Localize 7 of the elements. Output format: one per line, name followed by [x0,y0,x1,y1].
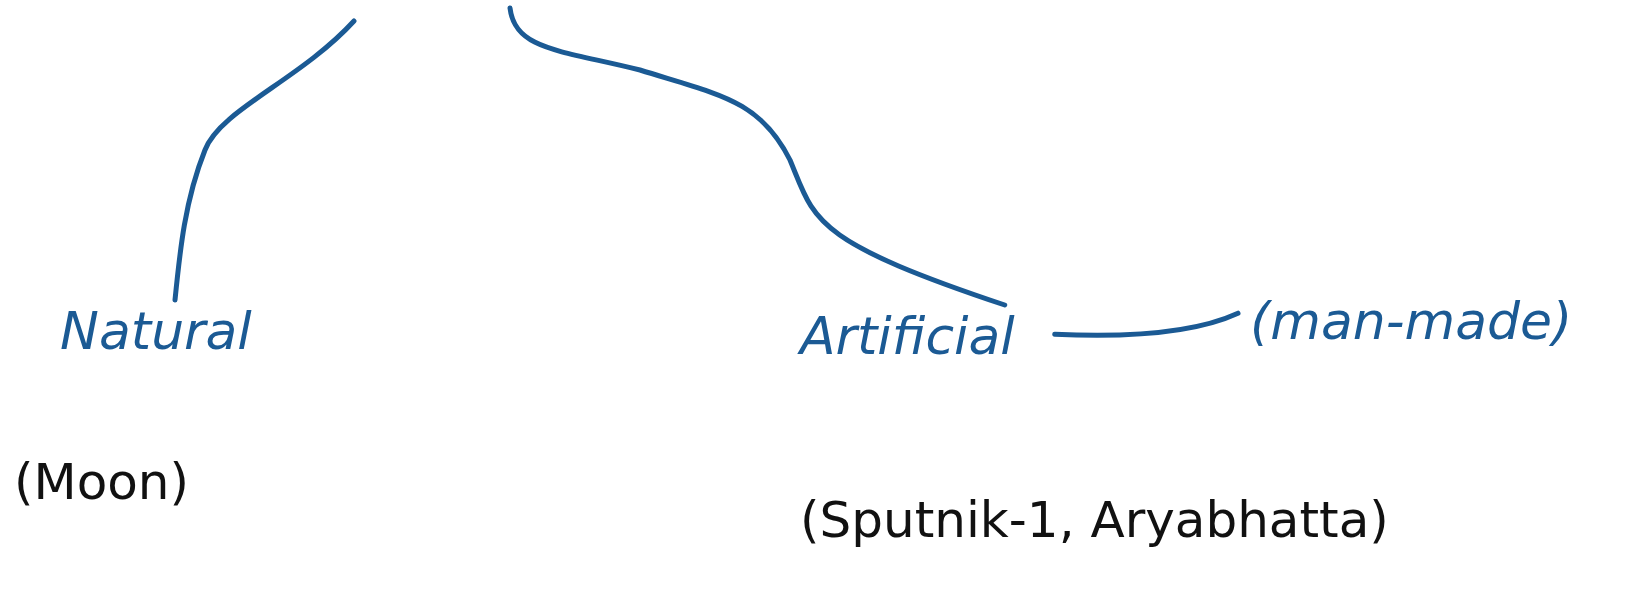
example-text: (Sputnik-1, Aryabhatta) [800,490,1389,550]
node-label: Natural [60,300,252,363]
connector-line [1052,310,1241,338]
example-text: (Moon) [14,452,190,512]
node-label: (man-made) [1250,290,1573,353]
connector-line [172,18,357,303]
connector-line [507,5,1008,308]
